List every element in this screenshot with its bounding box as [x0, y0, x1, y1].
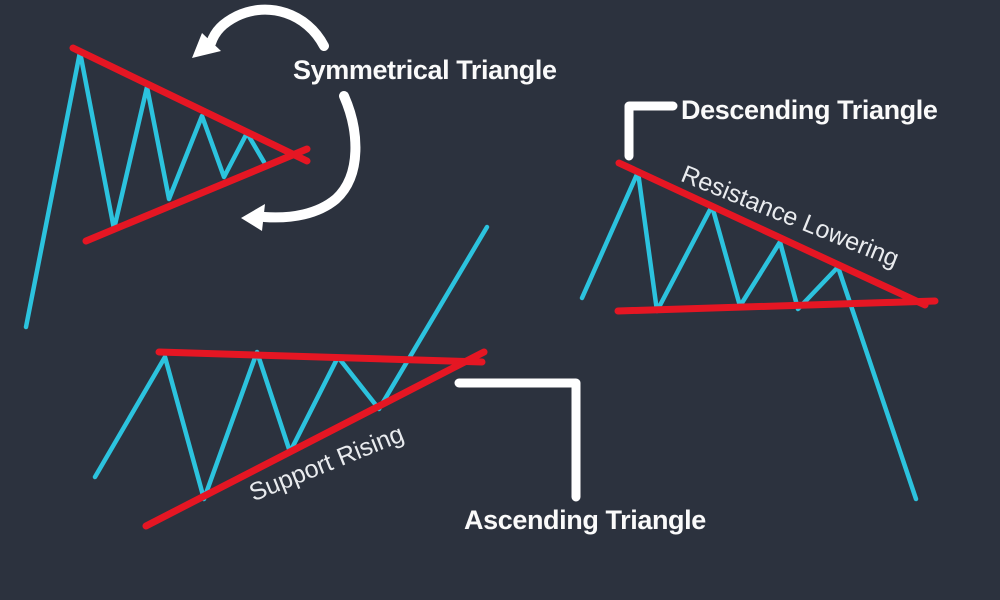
rotation-arrow-top-icon	[192, 4, 329, 58]
symmetrical-triangle-title: Symmetrical Triangle	[293, 55, 557, 85]
symmetrical-price-line	[23, 49, 267, 330]
symmetrical-upper-trendline	[69, 44, 311, 165]
descending-resistance-trendline	[615, 159, 929, 309]
descending-triangle-title: Descending Triangle	[681, 95, 938, 125]
descending-corner-bracket	[624, 101, 678, 161]
symmetrical-lower-trendline	[82, 145, 311, 245]
ascending-price-line	[92, 224, 490, 502]
descending-support-trendline	[614, 297, 939, 315]
symmetrical-pattern	[23, 44, 311, 330]
ascending-support-trendline	[142, 348, 488, 530]
descending-pattern	[579, 101, 939, 502]
ascending-corner-bracket	[454, 378, 581, 502]
rotation-arrow-bottom-icon	[241, 91, 361, 231]
ascending-triangle-title: Ascending Triangle	[464, 505, 706, 535]
ascending-resistance-trendline	[155, 348, 486, 366]
ascending-pattern	[92, 224, 581, 530]
